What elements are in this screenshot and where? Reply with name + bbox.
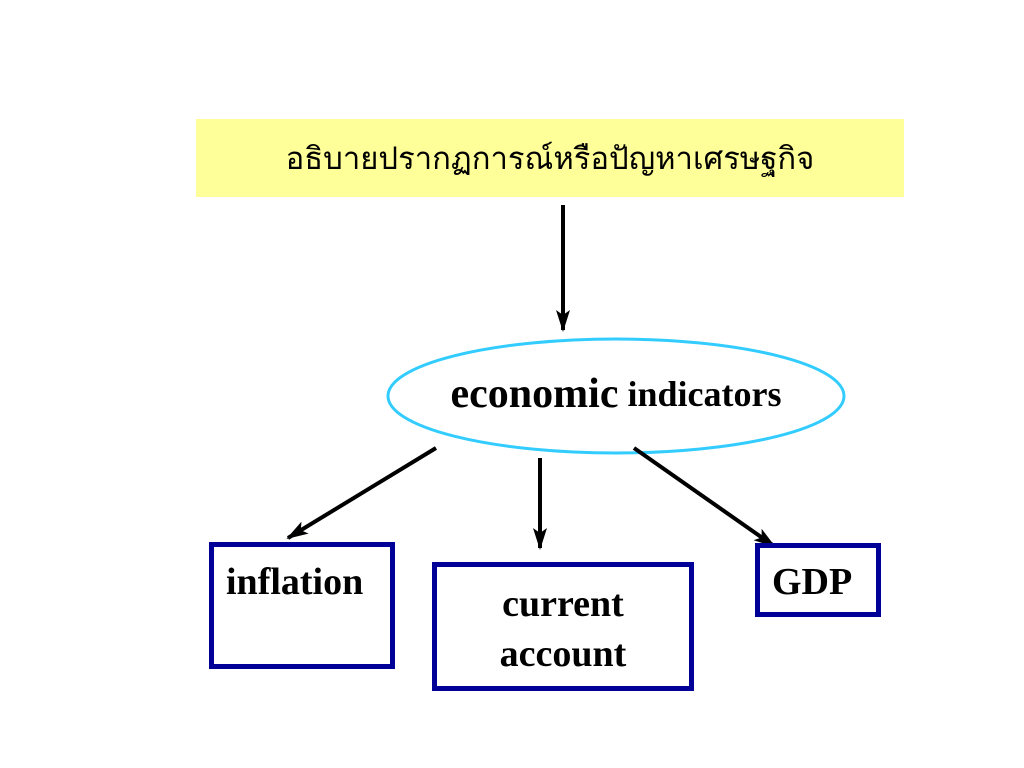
indicators-oval (386, 337, 846, 455)
indicators-label: economic indicators (388, 338, 844, 450)
gdp-label: GDP (772, 561, 853, 603)
title-box: อธิบายปรากฏการณ์หรือปัญหาเศรษฐกิจ (196, 119, 904, 197)
indicators-word-economic: economic (450, 371, 619, 417)
inflation-label: inflation (226, 561, 364, 603)
current-account-box: current account (432, 562, 694, 691)
arrow-to-gdp (632, 446, 776, 548)
inflation-box: inflation (209, 542, 395, 669)
title-text: อธิบายปรากฏการณ์หรือปัญหาเศรษฐกิจ (285, 141, 815, 177)
gdp-box: GDP (755, 543, 881, 617)
current-account-line2: account (499, 633, 627, 675)
indicators-word-indicators: indicators (627, 374, 782, 414)
current-account-line1: current (502, 583, 624, 625)
arrow-to-inflation (286, 446, 438, 540)
